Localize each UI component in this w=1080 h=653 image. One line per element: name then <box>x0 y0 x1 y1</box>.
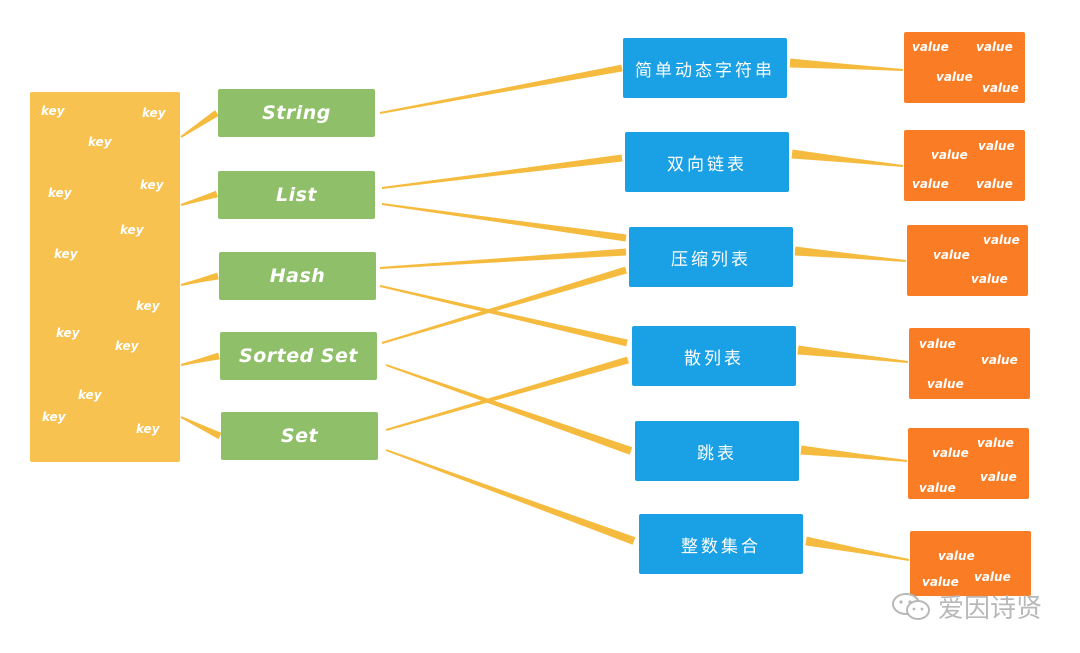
connector-hash-ziplist <box>379 248 627 269</box>
connector-keys-hash <box>180 272 219 286</box>
value-group: value value value <box>907 225 1028 296</box>
encoding-linkedlist: 双向链表 <box>625 132 789 192</box>
key-label: key <box>142 106 166 120</box>
value-group: value value value value <box>904 130 1025 201</box>
value-label: value <box>980 470 1017 484</box>
value-label: value <box>912 177 949 191</box>
connector-ziplist-values <box>794 246 907 262</box>
connector-list-ziplist <box>381 203 627 242</box>
type-sorted-set: Sorted Set <box>220 332 377 380</box>
value-group: value value value <box>910 531 1031 596</box>
watermark: 爱因诗贤 <box>890 588 1042 625</box>
value-label: value <box>919 481 956 495</box>
connector-intset-values <box>805 536 910 561</box>
key-label: key <box>136 422 160 436</box>
connector-list-linkedlist <box>381 154 623 189</box>
keys-panel: key key key key key key key key key key … <box>30 92 180 462</box>
value-label: value <box>938 549 975 563</box>
connector-set-hashtable <box>385 356 629 431</box>
key-label: key <box>48 186 72 200</box>
value-label: value <box>932 446 969 460</box>
encoding-hashtable: 散列表 <box>632 326 796 386</box>
connector-skiplist-values <box>800 445 908 462</box>
connector-set-intset <box>385 449 636 545</box>
value-label: value <box>982 81 1019 95</box>
connector-string-sds <box>379 64 623 114</box>
value-label: value <box>976 40 1013 54</box>
value-label: value <box>922 575 959 589</box>
key-label: key <box>42 410 66 424</box>
value-label: value <box>981 353 1018 367</box>
key-label: key <box>136 299 160 313</box>
connector-keys-sorted-set <box>180 352 220 366</box>
key-label: key <box>56 326 80 340</box>
watermark-text: 爱因诗贤 <box>938 594 1043 624</box>
encoding-sds: 简单动态字符串 <box>623 38 787 98</box>
value-label: value <box>912 40 949 54</box>
key-label: key <box>78 388 102 402</box>
connector-sortedset-skiplist <box>385 364 633 455</box>
encoding-intset: 整数集合 <box>639 514 803 574</box>
value-group: value value value value <box>908 428 1029 499</box>
type-list: List <box>218 171 375 219</box>
key-label: key <box>115 339 139 353</box>
connector-sds-values <box>789 58 904 71</box>
encoding-skiplist: 跳表 <box>635 421 799 481</box>
value-label: value <box>976 177 1013 191</box>
key-label: key <box>120 223 144 237</box>
key-label: key <box>54 247 78 261</box>
encoding-ziplist: 压缩列表 <box>629 227 793 287</box>
value-label: value <box>983 233 1020 247</box>
connector-hash-hashtable <box>379 285 628 347</box>
type-hash: Hash <box>219 252 376 300</box>
connector-keys-list <box>180 190 218 206</box>
value-label: value <box>978 139 1015 153</box>
value-group: value value value <box>909 328 1030 399</box>
value-group: value value value value <box>904 32 1025 103</box>
key-label: key <box>88 135 112 149</box>
type-string: String <box>218 89 375 137</box>
connector-linkedlist-values <box>791 149 904 167</box>
value-label: value <box>977 436 1014 450</box>
key-label: key <box>41 104 65 118</box>
value-label: value <box>931 148 968 162</box>
key-label: key <box>140 178 164 192</box>
value-label: value <box>971 272 1008 286</box>
value-label: value <box>936 70 973 84</box>
value-label: value <box>933 248 970 262</box>
connector-keys-string <box>180 110 219 138</box>
connector-keys-set <box>180 416 222 440</box>
value-label: value <box>919 337 956 351</box>
value-label: value <box>974 570 1011 584</box>
connector-sortedset-ziplist <box>381 266 627 344</box>
type-set: Set <box>221 412 378 460</box>
wechat-icon <box>892 592 930 620</box>
connector-hashtable-values <box>797 345 909 363</box>
value-label: value <box>927 377 964 391</box>
